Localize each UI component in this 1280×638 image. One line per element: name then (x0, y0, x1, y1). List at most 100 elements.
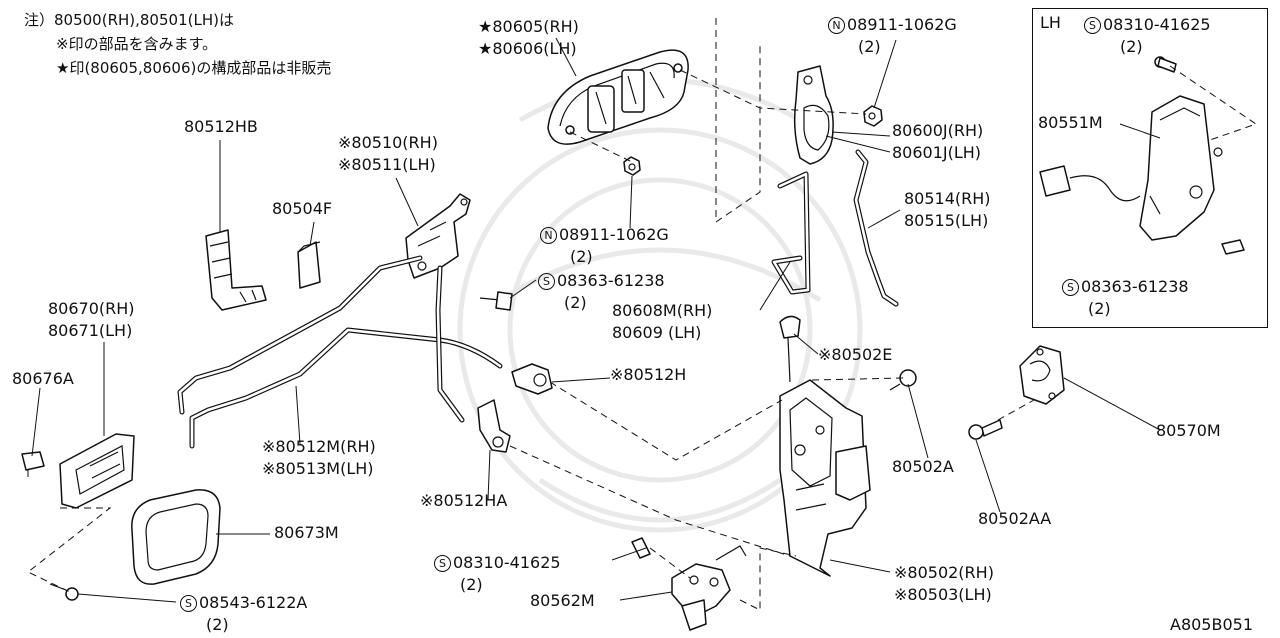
callout-80502-line2: ※80503(LH) (894, 585, 992, 604)
callout-80608m-line1: 80608M(RH) (612, 301, 713, 320)
callout-80670[interactable]: 80670(RH) 80671(LH) (48, 298, 135, 342)
clip-80512h (511, 363, 553, 395)
callout-80600j-line2: 80601J(LH) (892, 143, 982, 162)
callout-80608m[interactable]: 80608M(RH) 80609 (LH) (612, 300, 712, 344)
rod-80512m (177, 255, 503, 449)
s-symbol-icon: S (1084, 17, 1101, 34)
callout-80600j-line1: 80600J(RH) (892, 121, 984, 140)
callout-08310-bot-qty: (2) (460, 575, 483, 594)
clip-80512hb (205, 229, 267, 311)
callout-08310-box-code: 08310-41625 (1103, 15, 1211, 34)
connector-80551m (1039, 165, 1141, 202)
callout-08911-top-qty: (2) (858, 37, 881, 56)
callout-80514-line2: 80515(LH) (904, 211, 989, 230)
callout-80512hb[interactable]: 80512HB (184, 117, 258, 136)
callout-80512ha[interactable]: ※80512HA (420, 491, 508, 510)
callout-80512h[interactable]: ※80512H (610, 365, 687, 384)
s-symbol-icon: S (1062, 279, 1079, 296)
callout-80502aa[interactable]: 80502AA (978, 509, 1052, 528)
leader-lines (31, 37, 1161, 603)
callout-80670-line1: 80670(RH) (48, 299, 135, 318)
callout-80570m[interactable]: 80570M (1156, 421, 1221, 440)
screw-08310-box (1154, 56, 1177, 73)
screw-08543 (49, 583, 79, 601)
rod-80608m (771, 171, 811, 295)
lh-box-title: LH (1040, 13, 1061, 32)
nut-08911-mid (623, 156, 641, 176)
escutcheon-80673m (131, 489, 221, 585)
callout-80502a[interactable]: 80502A (892, 457, 954, 476)
assembly-dashed-lines (27, 18, 1258, 611)
callout-08543-code: 08543-6122A (199, 593, 308, 612)
callout-80673m[interactable]: 80673M (274, 523, 339, 542)
rod-80514 (853, 149, 899, 307)
nut-08911-top (863, 105, 883, 127)
callout-80510-line1: ※80510(RH) (338, 133, 438, 152)
screw-08363-mid (479, 291, 513, 311)
callout-08911-mid-qty: (2) (570, 247, 593, 266)
n-symbol-icon: N (828, 17, 845, 34)
callout-80502[interactable]: ※80502(RH) ※80503(LH) (894, 562, 994, 606)
cap-80502e (779, 315, 801, 383)
callout-80502-line1: ※80502(RH) (894, 563, 994, 582)
bracket-80510 (405, 193, 471, 279)
s-symbol-icon: S (180, 595, 197, 612)
callout-08310-bot-code: 08310-41625 (453, 553, 561, 572)
callout-80551m[interactable]: 80551M (1038, 113, 1103, 132)
callout-80670-line2: 80671(LH) (48, 321, 133, 340)
callout-80514-line1: 80514(RH) (904, 189, 991, 208)
screw-80502a (889, 369, 917, 391)
callout-80510[interactable]: ※80510(RH) ※80511(LH) (338, 132, 438, 176)
callout-80605[interactable]: ★80605(RH) ★80606(LH) (478, 16, 579, 60)
s-symbol-icon: S (434, 555, 451, 572)
callout-08363-mid-code: 08363-61238 (557, 271, 665, 290)
callout-80510-line2: ※80511(LH) (338, 155, 436, 174)
screw-08310-bot (631, 537, 651, 559)
callout-08363-box-qty: (2) (1088, 299, 1111, 318)
note-line-2: ※印の部品を含みます。 (56, 35, 218, 53)
clip-80676a (21, 451, 45, 471)
door-lock-80502 (779, 379, 871, 577)
callout-80562m[interactable]: 80562M (530, 591, 595, 610)
spacer-80504f (297, 241, 321, 289)
note-line-3: ★印(80605,80606)の構成部品は非販売 (56, 59, 332, 77)
callout-08543-qty: (2) (206, 615, 229, 634)
callout-80512m[interactable]: ※80512M(RH) ※80513M(LH) (262, 436, 376, 480)
handle-bracket-80600j (793, 65, 834, 165)
callout-80502e[interactable]: ※80502E (818, 345, 893, 364)
inside-handle-80670 (59, 433, 135, 509)
callout-80605-line2: ★80606(LH) (478, 39, 577, 58)
striker-80570m (1019, 345, 1065, 405)
outside-handle-80605 (547, 49, 689, 145)
callout-80504f[interactable]: 80504F (272, 199, 333, 218)
s-symbol-icon: S (538, 273, 555, 290)
screw-80502aa (968, 419, 1003, 440)
callout-80605-line1: ★80605(RH) (478, 17, 579, 36)
screw-08363-box (1221, 239, 1245, 255)
callout-08310-box-qty: (2) (1120, 37, 1143, 56)
callout-80512m-line2: ※80513M(LH) (262, 459, 374, 478)
diagram-code: A805B051 (1170, 615, 1253, 634)
callout-08363-mid-qty: (2) (564, 293, 587, 312)
callout-80608m-line2: 80609 (LH) (612, 323, 702, 342)
note-line-1: 注）80500(RH),80501(LH)は (24, 11, 234, 29)
lock-motor-80562m (671, 545, 747, 631)
callout-08911-top-code: 08911-1062G (847, 15, 957, 34)
actuator-80551m (1139, 95, 1223, 241)
callout-80600j[interactable]: 80600J(RH) 80601J(LH) (892, 120, 983, 164)
clip-80512ha (477, 399, 511, 453)
lh-detail-box (1032, 8, 1268, 328)
callout-08363-box-code: 08363-61238 (1081, 277, 1189, 296)
callout-80514[interactable]: 80514(RH) 80515(LH) (904, 188, 991, 232)
n-symbol-icon: N (540, 227, 557, 244)
callout-80512m-line1: ※80512M(RH) (262, 437, 376, 456)
callout-80676a[interactable]: 80676A (12, 369, 74, 388)
